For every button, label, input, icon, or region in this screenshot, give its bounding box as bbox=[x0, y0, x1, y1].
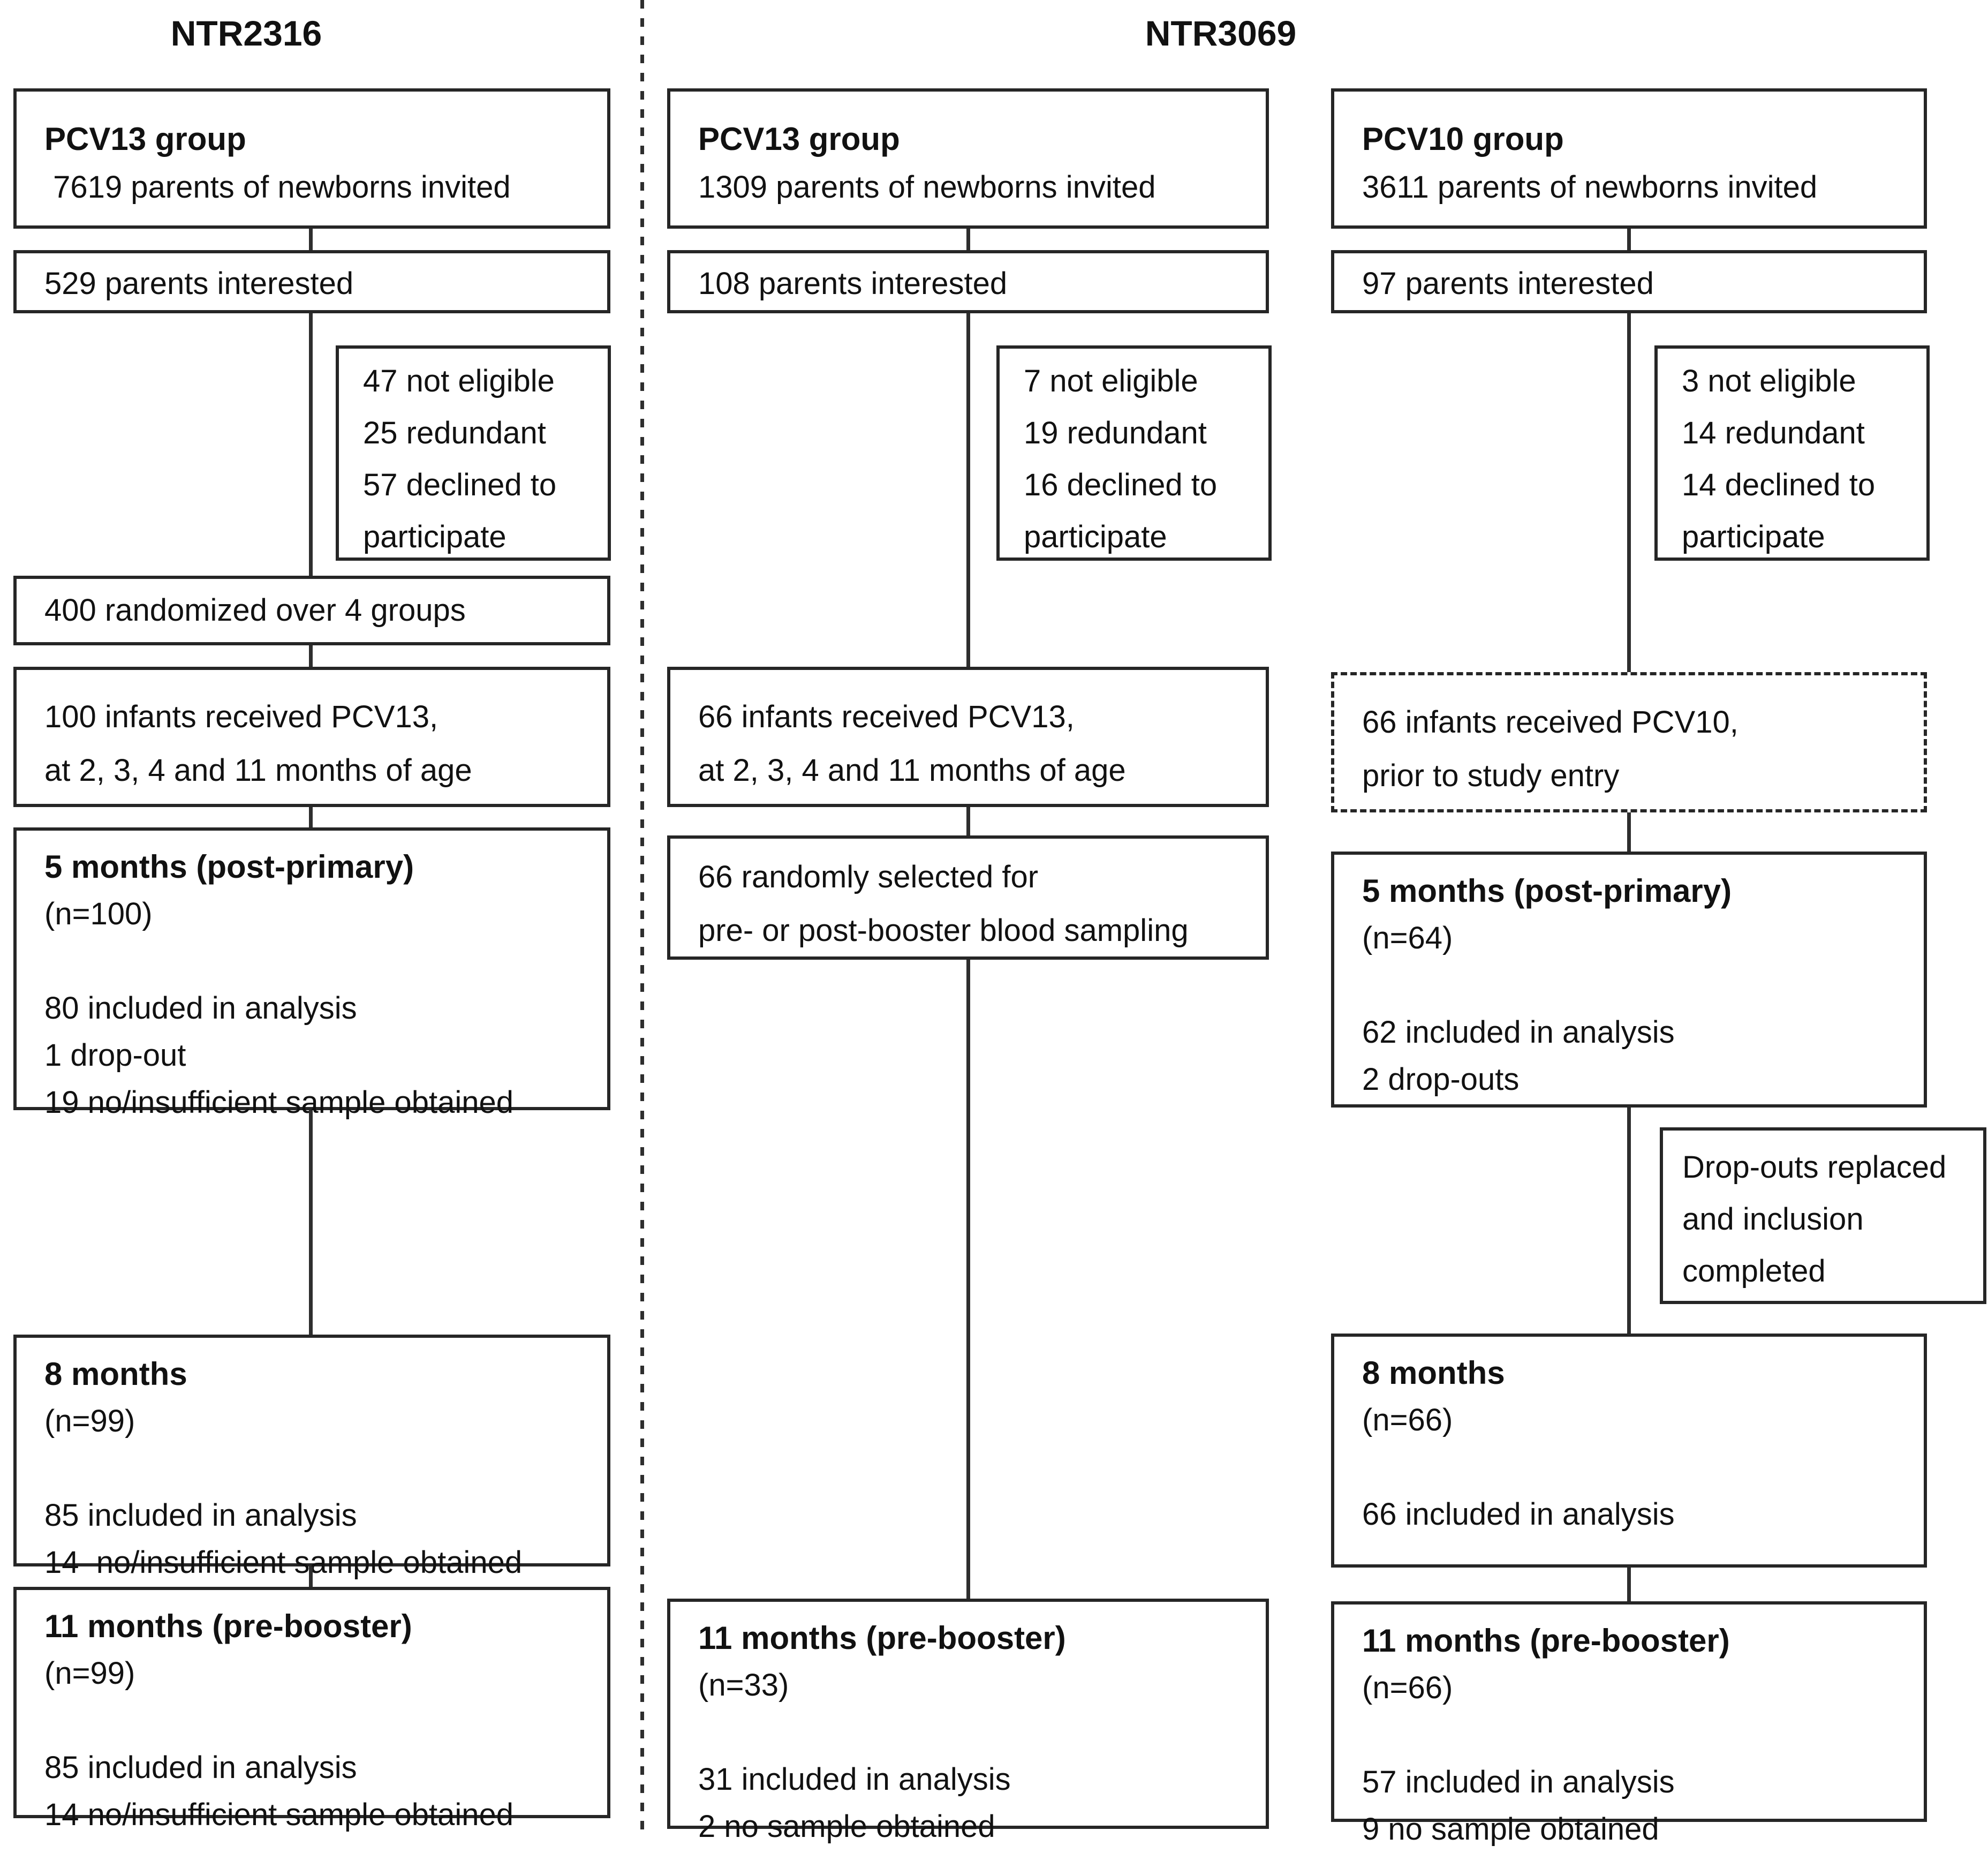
col2-exclusion-text: 7 not eligible 19 redundant 16 declined … bbox=[1024, 364, 1218, 554]
connector bbox=[309, 645, 313, 667]
col1-11-months-details: (n=99) 85 included in analysis 14 no/ins… bbox=[44, 1656, 513, 1832]
col1-5-months-details: (n=100) 80 included in analysis 1 drop-o… bbox=[44, 897, 513, 1120]
col1-received-box: 100 infants received PCV13, at 2, 3, 4 a… bbox=[13, 667, 610, 807]
connector bbox=[966, 807, 970, 835]
col2-group-line: 1309 parents of newborns invited bbox=[698, 170, 1156, 205]
col2-group-title: PCV13 group bbox=[698, 121, 900, 157]
col3-interested-box: 97 parents interested bbox=[1331, 250, 1927, 313]
col3-8-months-title: 8 months bbox=[1362, 1355, 1505, 1391]
col3-11-months-box: 11 months (pre-booster) (n=66) 57 includ… bbox=[1331, 1601, 1927, 1847]
col3-11-months-details: (n=66) 57 included in analysis 9 no samp… bbox=[1362, 1670, 1675, 1847]
col3-5-months-details: (n=64) 62 included in analysis 2 drop-ou… bbox=[1362, 921, 1675, 1097]
col1-group-title: PCV13 group bbox=[44, 121, 246, 157]
col2-received-text: 66 infants received PCV13, at 2, 3, 4 an… bbox=[698, 699, 1126, 788]
col2-selected-box: 66 randomly selected for pre- or post-bo… bbox=[667, 835, 1269, 960]
col3-group-line: 3611 parents of newborns invited bbox=[1362, 170, 1818, 205]
col3-exclusion-text: 3 not eligible 14 redundant 14 declined … bbox=[1682, 364, 1876, 554]
col2-11-months-box: 11 months (pre-booster) (n=33) 31 includ… bbox=[667, 1599, 1269, 1844]
col1-8-months-box: 8 months (n=99) 85 included in analysis … bbox=[13, 1335, 610, 1580]
col1-5-months-title: 5 months (post-primary) bbox=[44, 849, 414, 885]
connector bbox=[966, 960, 970, 1599]
connector bbox=[1627, 812, 1631, 852]
col3-received-box-dashed: 66 infants received PCV10, prior to stud… bbox=[1331, 672, 1927, 812]
connector bbox=[309, 1566, 313, 1587]
col3-dropouts-replaced-box: Drop-outs replaced and inclusion complet… bbox=[1660, 1127, 1986, 1304]
col2-received-box: 66 infants received PCV13, at 2, 3, 4 an… bbox=[667, 667, 1269, 807]
col3-11-months-title: 11 months (pre-booster) bbox=[1362, 1623, 1730, 1659]
col2-11-months-title: 11 months (pre-booster) bbox=[698, 1620, 1066, 1656]
col1-5-months-box: 5 months (post-primary) (n=100) 80 inclu… bbox=[13, 827, 610, 1120]
col1-received-text: 100 infants received PCV13, at 2, 3, 4 a… bbox=[44, 699, 472, 788]
col3-received-text: 66 infants received PCV10, prior to stud… bbox=[1362, 705, 1738, 793]
col3-5-months-box: 5 months (post-primary) (n=64) 62 includ… bbox=[1331, 852, 1927, 1108]
section-divider-dotted-line bbox=[640, 0, 644, 1833]
connector bbox=[1627, 1568, 1631, 1601]
col3-8-months-box: 8 months (n=66) 66 included in analysis bbox=[1331, 1334, 1927, 1568]
connector bbox=[309, 229, 313, 250]
connector bbox=[309, 807, 313, 827]
col1-randomized-text: 400 randomized over 4 groups bbox=[44, 593, 466, 628]
col3-dropouts-replaced-text: Drop-outs replaced and inclusion complet… bbox=[1682, 1150, 1947, 1289]
connector bbox=[309, 313, 313, 576]
connector bbox=[1627, 1108, 1631, 1334]
col1-8-months-title: 8 months bbox=[44, 1356, 187, 1392]
col3-5-months-title: 5 months (post-primary) bbox=[1362, 873, 1732, 909]
col3-8-months-details: (n=66) 66 included in analysis bbox=[1362, 1403, 1675, 1532]
col3-exclusion-box: 3 not eligible 14 redundant 14 declined … bbox=[1654, 345, 1930, 561]
col3-group-title: PCV10 group bbox=[1362, 121, 1564, 157]
connector bbox=[966, 229, 970, 250]
col1-exclusion-box: 47 not eligible 25 redundant 57 declined… bbox=[336, 345, 611, 561]
col3-group-box: PCV10 group 3611 parents of newborns inv… bbox=[1331, 88, 1927, 229]
section-title-ntr3069: NTR3069 bbox=[1145, 13, 1297, 53]
col2-exclusion-box: 7 not eligible 19 redundant 16 declined … bbox=[996, 345, 1272, 561]
col2-interested-box: 108 parents interested bbox=[667, 250, 1269, 313]
col1-11-months-box: 11 months (pre-booster) (n=99) 85 includ… bbox=[13, 1587, 610, 1832]
section-title-ntr2316: NTR2316 bbox=[170, 13, 322, 53]
connector bbox=[309, 1110, 313, 1335]
col2-11-months-details: (n=33) 31 included in analysis 2 no samp… bbox=[698, 1668, 1011, 1844]
col2-interested-text: 108 parents interested bbox=[698, 266, 1008, 301]
connector bbox=[1627, 313, 1631, 672]
col1-interested-text: 529 parents interested bbox=[44, 266, 354, 301]
col1-interested-box: 529 parents interested bbox=[13, 250, 610, 313]
connector bbox=[1627, 229, 1631, 250]
col3-interested-text: 97 parents interested bbox=[1362, 266, 1654, 301]
col1-group-box: PCV13 group 7619 parents of newborns inv… bbox=[13, 88, 610, 229]
col1-11-months-title: 11 months (pre-booster) bbox=[44, 1608, 412, 1644]
col1-8-months-details: (n=99) 85 included in analysis 14 no/ins… bbox=[44, 1404, 523, 1580]
col1-group-line: 7619 parents of newborns invited bbox=[44, 170, 511, 205]
col1-exclusion-text: 47 not eligible 25 redundant 57 declined… bbox=[363, 364, 557, 554]
col2-selected-text: 66 randomly selected for pre- or post-bo… bbox=[698, 860, 1189, 948]
connector bbox=[966, 313, 970, 667]
col2-group-box: PCV13 group 1309 parents of newborns inv… bbox=[667, 88, 1269, 229]
col1-randomized-box: 400 randomized over 4 groups bbox=[13, 576, 610, 645]
